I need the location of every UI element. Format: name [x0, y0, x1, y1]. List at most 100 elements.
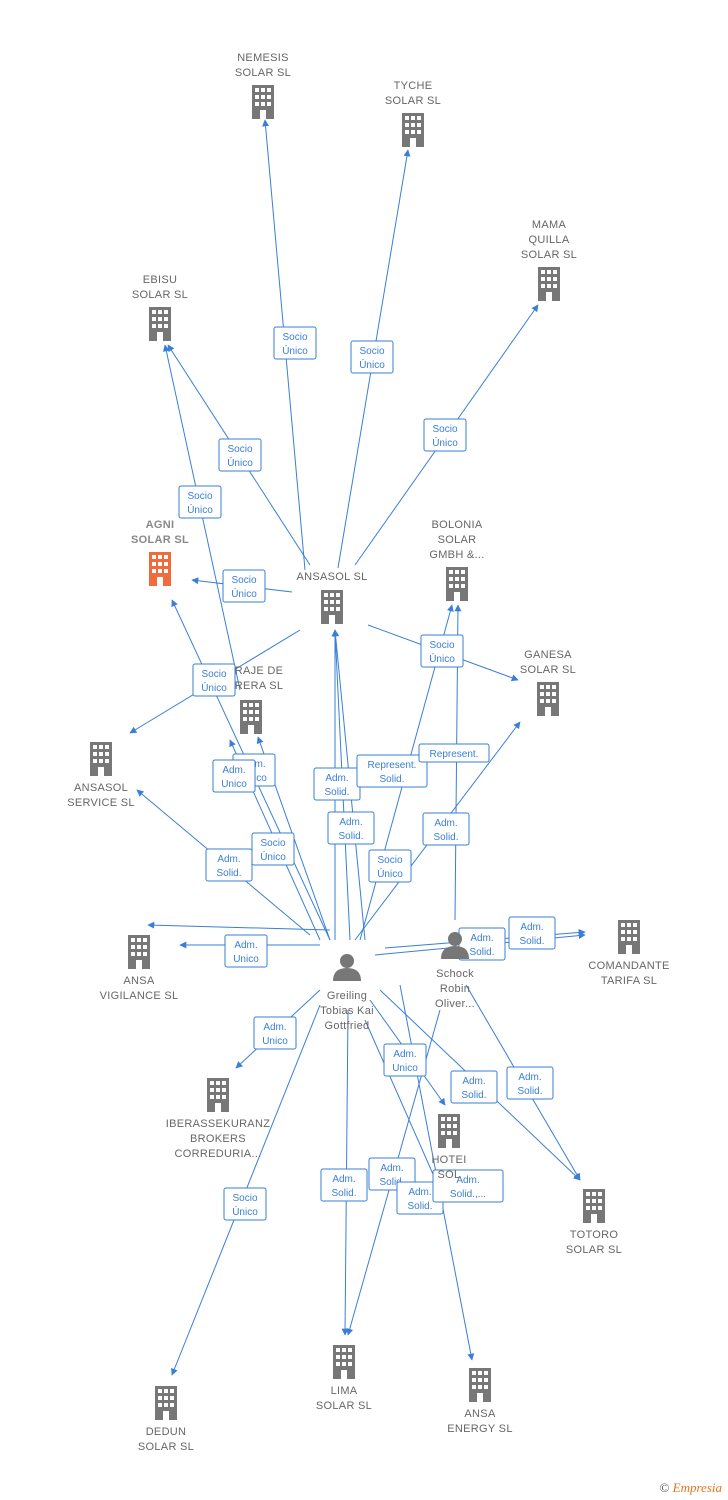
- footer-brand[interactable]: © Empresia: [660, 1480, 723, 1496]
- edge-label-box: [350, 340, 394, 374]
- building-icon: [321, 590, 343, 624]
- building-icon: [240, 700, 262, 734]
- edge-label-box: [223, 1187, 267, 1221]
- edge-label[interactable]: Adm.Unico: [253, 1016, 297, 1050]
- edge-label-box: [253, 1016, 297, 1050]
- edge-label[interactable]: Adm.Solid.: [327, 811, 375, 845]
- edge-label-box: [224, 934, 268, 968]
- edge-label-text: Adm.Solid.,...: [450, 1175, 486, 1200]
- edge-label[interactable]: Adm.Solid.: [205, 848, 253, 882]
- edge-label[interactable]: Adm.Solid.: [508, 916, 556, 950]
- edge-label-text: Represent.: [430, 749, 479, 760]
- brand-logo: Empresia: [672, 1480, 722, 1495]
- edge-label[interactable]: Represent.: [418, 743, 490, 763]
- edge-label-box: [383, 1043, 427, 1077]
- edge-label-box: [178, 485, 222, 519]
- edge-label-text: Adm.Solid.: [461, 1076, 486, 1101]
- building-icon: [128, 935, 150, 969]
- building-icon: [252, 85, 274, 119]
- edge-label-box: [356, 754, 428, 788]
- edge-label[interactable]: Adm.Solid.: [313, 767, 361, 801]
- building-icon: [155, 1386, 177, 1420]
- building-icon: [149, 307, 171, 341]
- edge-label-box: [420, 634, 464, 668]
- building-icon: [207, 1078, 229, 1112]
- edge-label-text: Adm.Solid.: [324, 773, 349, 798]
- edge-label[interactable]: Adm.Solid.: [506, 1066, 554, 1100]
- edge-label[interactable]: Adm.Unico: [212, 759, 256, 793]
- edge-label[interactable]: Adm.Unico: [224, 934, 268, 968]
- building-icon: [618, 920, 640, 954]
- edge-label[interactable]: Adm.Solid.: [458, 927, 506, 961]
- edge-label-box: [422, 812, 470, 846]
- edge-label[interactable]: Adm.Solid.: [396, 1181, 444, 1215]
- person-icon: [333, 954, 361, 981]
- edge-label-box: [508, 916, 556, 950]
- building-icon: [537, 682, 559, 716]
- edge-label[interactable]: Adm.Solid.: [422, 812, 470, 846]
- edge-label[interactable]: Adm.Solid.,...: [432, 1169, 504, 1203]
- edge-label[interactable]: Adm.Unico: [383, 1043, 427, 1077]
- edge-label[interactable]: Adm.Solid.: [450, 1070, 498, 1104]
- edge-label-box: [450, 1070, 498, 1104]
- building-icon: [333, 1345, 355, 1379]
- edge-label-box: [418, 743, 490, 763]
- building-icon: [538, 267, 560, 301]
- edge-label[interactable]: Adm.Solid.: [320, 1168, 368, 1202]
- edge-label-text: Adm.Unico: [262, 1022, 288, 1047]
- node-ansasol[interactable]: ANSASOL SL: [296, 571, 367, 624]
- edge-label[interactable]: Represent.Solid.: [356, 754, 428, 788]
- edge-label-text: Adm.Unico: [233, 940, 259, 965]
